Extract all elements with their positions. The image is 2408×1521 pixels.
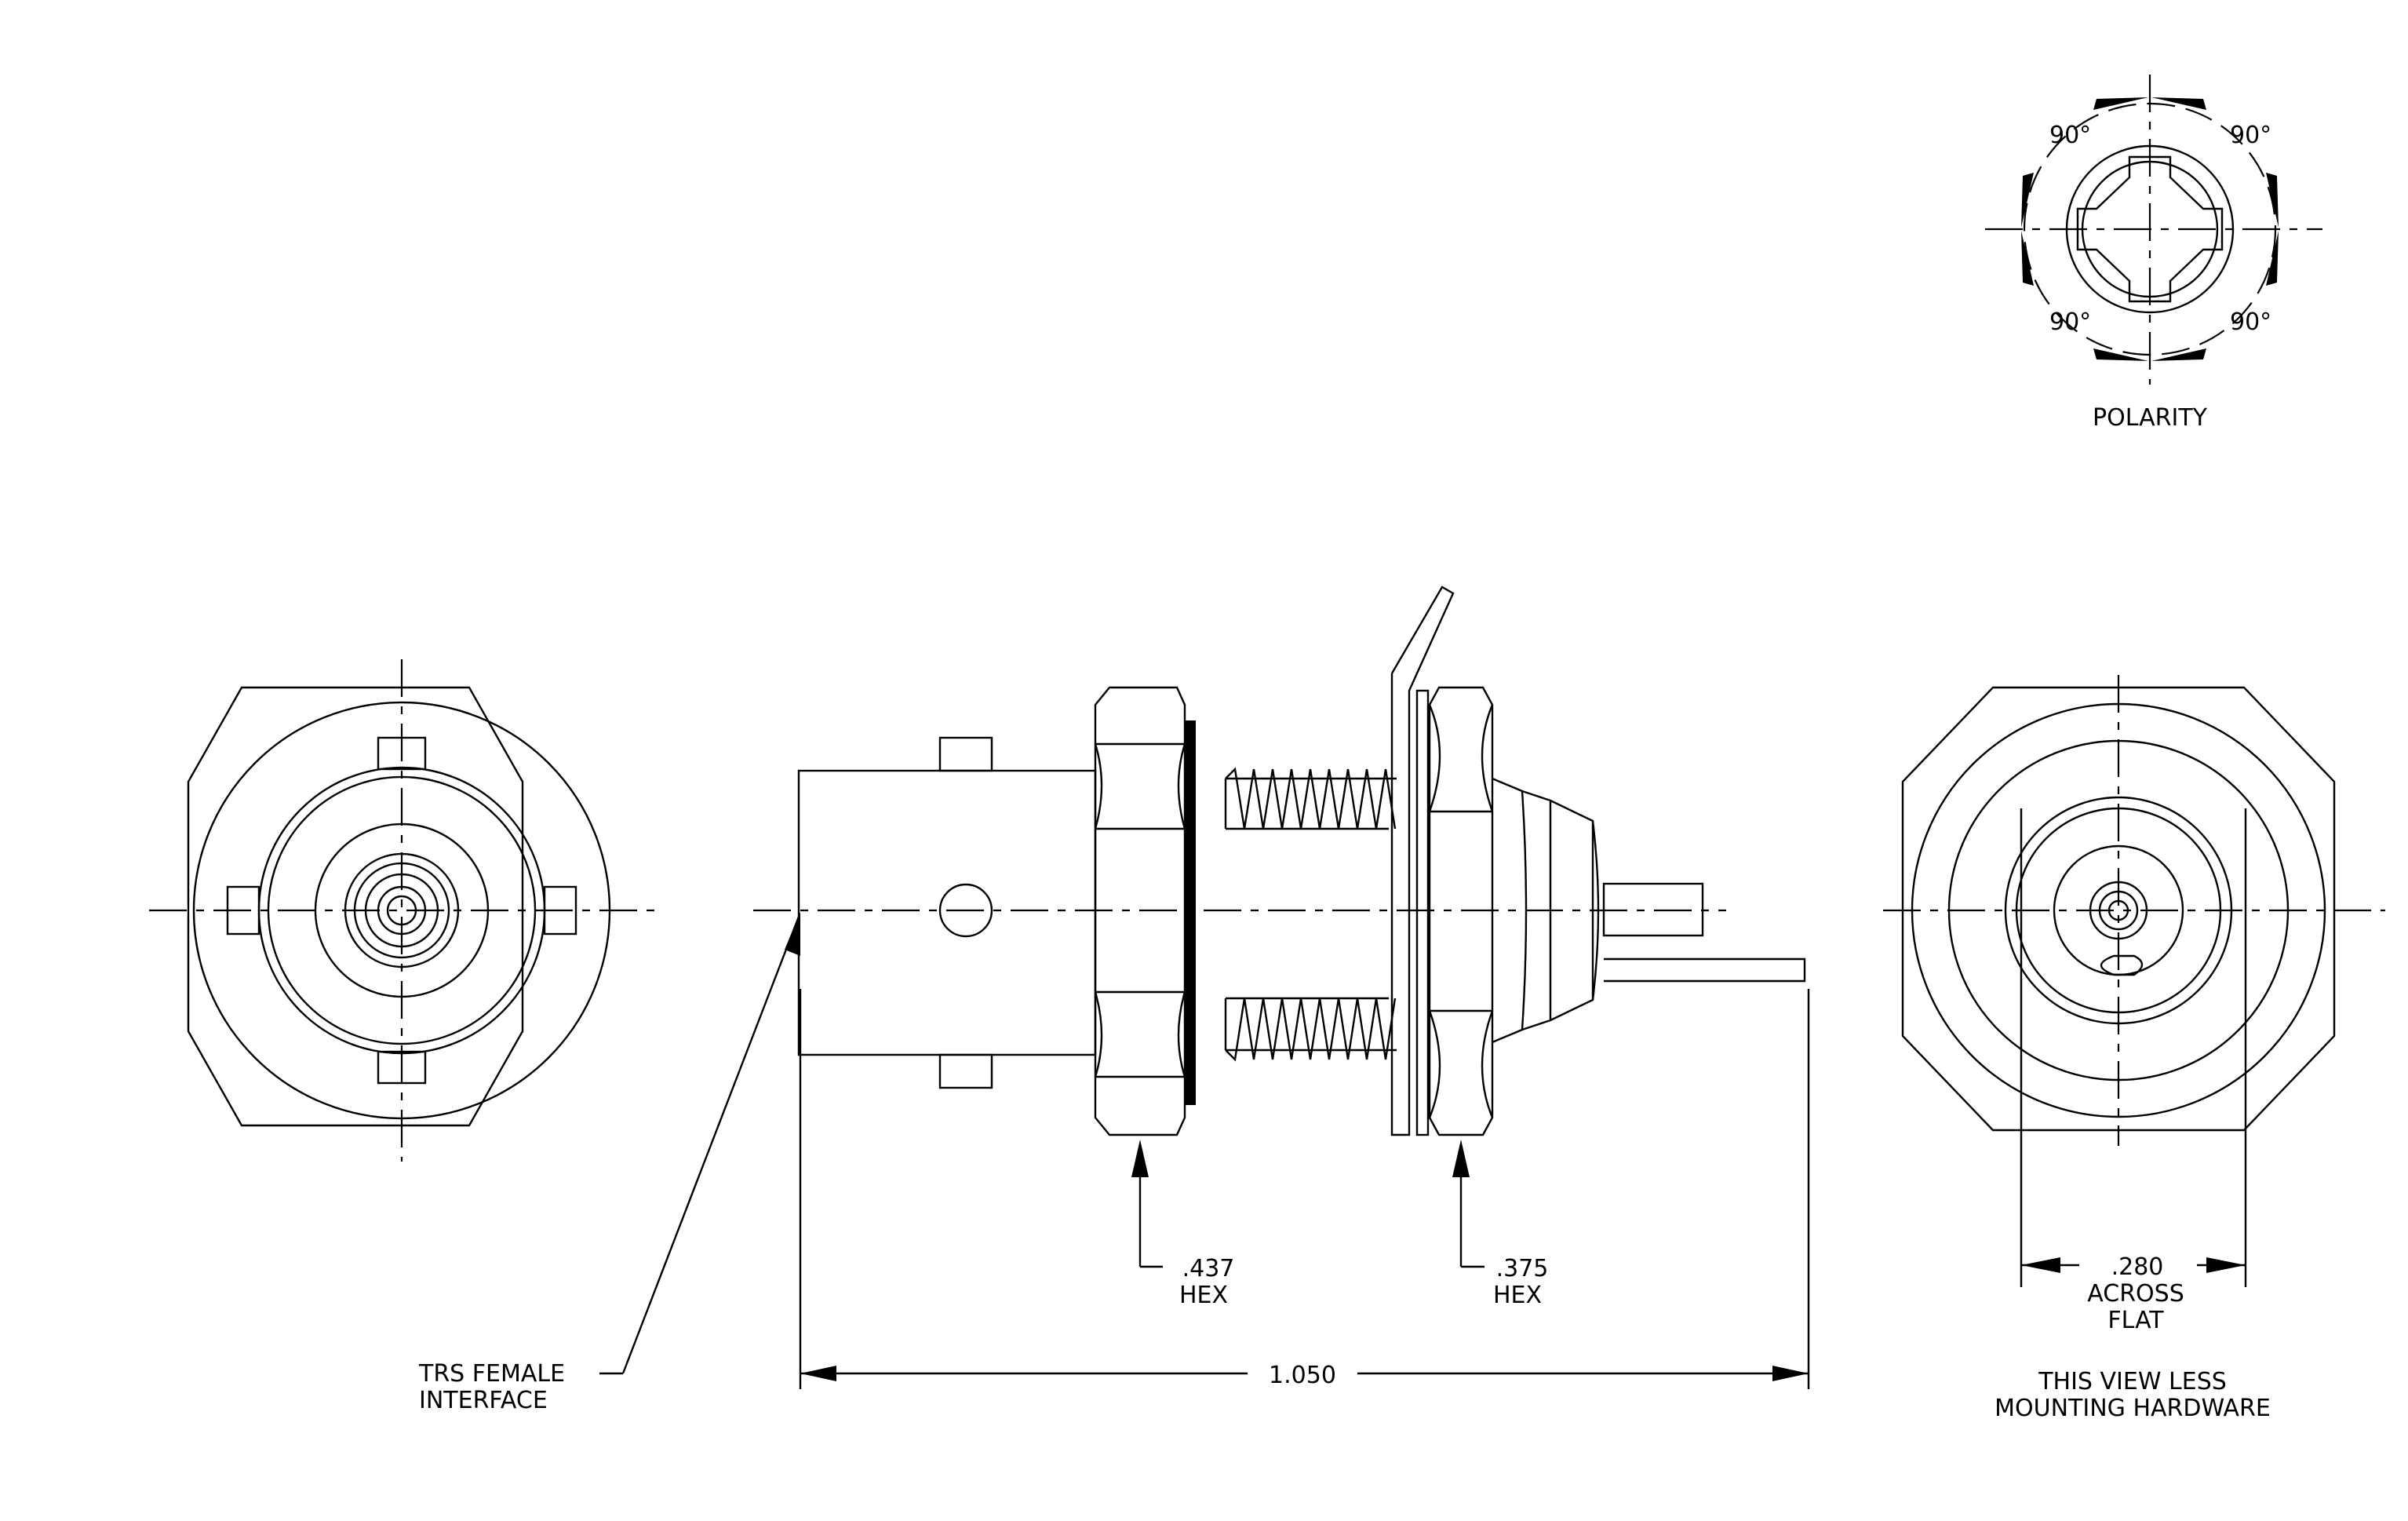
dim-437-leader <box>1131 1140 1163 1268</box>
front-view <box>149 659 659 1162</box>
interface-label-line2: INTERFACE <box>419 1387 548 1414</box>
dim-280-flat: FLAT <box>2107 1307 2164 1334</box>
dim-280-value: .280 <box>2111 1253 2164 1281</box>
dim-375-unit: HEX <box>1493 1282 1542 1309</box>
view-note-line2: MOUNTING HARDWARE <box>1995 1395 2271 1422</box>
rear-view <box>1883 675 2385 1287</box>
polarity-caption: POLARITY <box>2093 404 2208 432</box>
dim-437-unit: HEX <box>1179 1282 1228 1309</box>
polarity-view <box>1985 75 2322 385</box>
side-view <box>753 585 1806 1136</box>
polarity-angle-bottom-right: 90° <box>2230 308 2271 336</box>
dim-375-leader <box>1452 1140 1485 1268</box>
view-note-line1: THIS VIEW LESS <box>2038 1368 2227 1395</box>
polarity-angle-top-right: 90° <box>2230 122 2271 149</box>
dim-437-value: .437 <box>1182 1255 1235 1282</box>
dim-375-value: .375 <box>1496 1255 1549 1282</box>
dim-length-value: 1.050 <box>1269 1362 1336 1389</box>
dim-280-across: ACROSS <box>2087 1280 2184 1308</box>
interface-label-line1: TRS FEMALE <box>418 1360 565 1388</box>
interface-leader <box>599 912 800 1375</box>
dim-length-line <box>799 989 1810 1389</box>
polarity-angle-top-left: 90° <box>2049 122 2091 149</box>
polarity-angle-bottom-left: 90° <box>2049 308 2091 336</box>
